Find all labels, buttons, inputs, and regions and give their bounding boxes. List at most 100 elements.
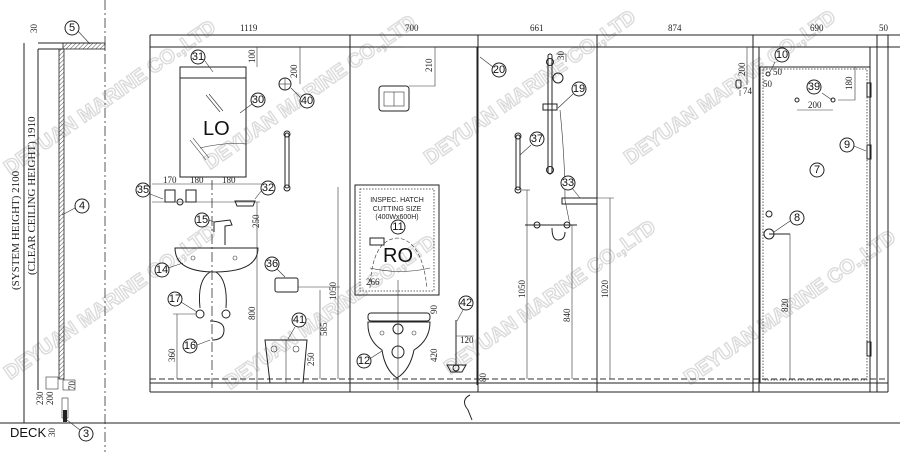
svg-text:12: 12 [358,355,370,367]
svg-text:200: 200 [289,64,299,78]
svg-text:50: 50 [763,79,773,89]
svg-text:800: 800 [247,306,257,320]
callout-30: 30 [239,92,266,114]
flush-plate: 210 [378,46,436,112]
svg-text:33: 33 [562,177,574,189]
svg-text:690: 690 [810,23,824,33]
deck-label: DECK [10,425,46,440]
svg-text:250: 250 [306,352,316,366]
svg-text:50: 50 [773,67,783,77]
svg-text:90: 90 [429,305,439,315]
svg-text:RO: RO [383,245,413,267]
svg-text:3: 3 [83,428,89,440]
grab-bar [283,130,291,192]
svg-text:170: 170 [163,175,177,185]
callout-39: 39 [806,79,833,101]
svg-text:585: 585 [319,322,329,336]
callout-16: 16 [182,338,211,354]
accessory-shelf: 170 180 180 [152,175,270,207]
svg-text:11: 11 [392,221,403,233]
svg-text:266: 266 [366,277,380,287]
svg-text:8: 8 [794,212,800,224]
callout-32: 32 [254,180,276,200]
svg-text:37: 37 [531,133,543,145]
callout-markers: 5 4 3 31 30 40 35 32 15 14 36 17 16 41 1… [61,20,867,442]
svg-text:CUTTING SIZE: CUTTING SIZE [373,206,422,213]
svg-text:32: 32 [262,182,274,194]
svg-text:30: 30 [47,428,57,438]
svg-text:INSPEC. HATCH: INSPEC. HATCH [370,197,424,204]
waste-bin: 585 250 [264,290,329,384]
callout-10: 10 [769,47,790,73]
svg-text:840: 840 [562,308,572,322]
svg-text:5: 5 [69,22,75,34]
svg-text:1050: 1050 [328,282,338,301]
svg-text:420: 420 [429,348,439,362]
svg-text:700: 700 [405,23,419,33]
svg-text:DEYUAN MARINE CO.,LTD: DEYUAN MARINE CO.,LTD [440,216,660,379]
paper-holder: 1050 [274,187,340,379]
svg-text:70: 70 [67,381,77,391]
callout-5: 5 [64,20,91,45]
callout-11: 11 [390,219,406,235]
svg-text:LO: LO [203,118,230,140]
callout-35: 35 [135,182,164,200]
callout-19: 19 [557,81,587,109]
svg-text:42: 42 [460,297,472,309]
svg-text:250: 250 [251,214,261,228]
svg-text:50: 50 [879,23,889,33]
svg-text:874: 874 [668,23,682,33]
svg-text:10: 10 [776,49,788,61]
svg-text:4: 4 [79,200,85,212]
shower-grab-bar: 1050 [514,132,530,379]
svg-text:200: 200 [737,62,747,76]
svg-text:661: 661 [530,23,544,33]
callout-37: 37 [519,131,545,156]
wash-basin: 360 250 800 [167,180,261,390]
callout-33: 33 [560,175,581,199]
svg-text:210: 210 [424,58,434,72]
door: 50 50 200 180 820 [758,47,872,392]
svg-text:(CLEAR CEILING HEIGHT) 1910: (CLEAR CEILING HEIGHT) 1910 [26,116,38,275]
svg-text:30: 30 [556,51,566,61]
callout-31: 31 [190,49,214,73]
callout-41: 41 [287,312,307,340]
callout-40: 40 [290,87,315,109]
callout-42: 42 [456,295,474,322]
svg-text:31: 31 [192,51,204,63]
svg-text:14: 14 [156,264,168,276]
callout-8: 8 [773,210,805,233]
shower-shelf: 1020 [561,197,614,379]
svg-text:19: 19 [573,83,585,95]
watermark-layer: DEYUAN MARINE CO.,LTD DEYUAN MARINE CO.,… [0,5,900,395]
callout-36: 36 [264,256,286,278]
inspection-hatch: INSPEC. HATCH CUTTING SIZE (400Wx600H) R… [354,184,440,296]
mirror-cabinet: LO 100 [179,47,258,178]
robe-hook: 200 74 [735,46,753,96]
svg-text:1050: 1050 [517,280,527,299]
callout-17: 17 [167,291,198,313]
svg-text:180: 180 [844,76,854,90]
svg-text:36: 36 [266,258,278,270]
svg-text:1119: 1119 [240,23,258,33]
svg-text:180: 180 [222,175,236,185]
svg-text:1020: 1020 [600,280,610,299]
svg-text:17: 17 [169,293,181,305]
svg-text:(SYSTEM HEIGHT) 2100: (SYSTEM HEIGHT) 2100 [10,170,22,290]
svg-text:120: 120 [460,335,474,345]
svg-text:7: 7 [814,164,820,176]
svg-text:35: 35 [137,184,149,196]
svg-text:16: 16 [184,340,196,352]
callout-7: 7 [809,162,825,178]
svg-text:74: 74 [743,86,753,96]
svg-text:9: 9 [844,139,850,151]
svg-text:200: 200 [45,391,55,405]
callout-12: 12 [356,350,383,369]
callout-20: 20 [479,56,507,78]
callout-15: 15 [194,212,215,228]
shower-curtain [464,47,478,421]
svg-text:80: 80 [478,373,488,383]
svg-text:100: 100 [247,49,257,63]
svg-text:41: 41 [293,314,305,326]
